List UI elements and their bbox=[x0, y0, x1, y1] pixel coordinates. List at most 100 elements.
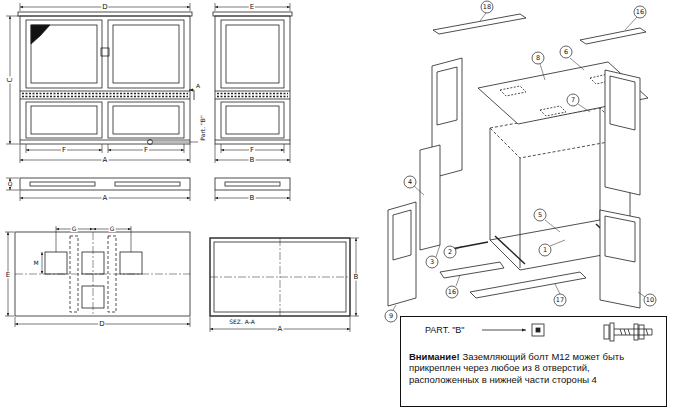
leader-lines bbox=[625, 17, 637, 30]
exploded-view bbox=[540, 106, 566, 116]
callout-number: 16 bbox=[447, 289, 457, 296]
front-view bbox=[108, 102, 184, 138]
part-b-detail bbox=[652, 329, 653, 335]
dimension-letter: B bbox=[353, 274, 360, 281]
dimension-lines bbox=[351, 238, 359, 239]
base-views bbox=[30, 182, 95, 186]
callout-number: 10 bbox=[645, 297, 655, 304]
dimension-lines bbox=[190, 317, 191, 327]
dimension-lines bbox=[20, 190, 21, 201]
dimension-letter: A bbox=[277, 326, 284, 333]
front-view bbox=[20, 91, 190, 92]
dimension-letter: B bbox=[249, 195, 256, 202]
callout-number: 4 bbox=[407, 179, 413, 186]
callout-circles bbox=[634, 6, 646, 18]
side-view bbox=[215, 140, 290, 141]
part-b-detail bbox=[614, 335, 652, 336]
base-views bbox=[115, 182, 180, 186]
dimension-lines bbox=[102, 144, 103, 153]
dimension-letter: E bbox=[5, 272, 11, 279]
dimension-letter: C bbox=[7, 77, 14, 84]
callout-circles bbox=[404, 176, 416, 188]
dimension-lines bbox=[351, 316, 359, 317]
front-view bbox=[22, 93, 188, 95]
exploded-view bbox=[580, 28, 646, 44]
leader-lines bbox=[393, 305, 396, 310]
exploded-view bbox=[440, 262, 504, 278]
leader-lines bbox=[455, 246, 462, 250]
dimension-letter: F bbox=[61, 147, 67, 154]
callout-circles bbox=[426, 256, 438, 268]
leader-lines bbox=[545, 220, 560, 232]
dimension-lines bbox=[290, 144, 291, 163]
dimension-lines bbox=[5, 316, 14, 317]
front-view bbox=[31, 25, 50, 44]
note-text: Внимание!Заземляющий болт M12 может быть… bbox=[409, 351, 657, 385]
side-view bbox=[221, 20, 284, 88]
dimension-lines bbox=[20, 3, 21, 11]
callout-number: 8 bbox=[535, 55, 541, 62]
dimension-lines bbox=[221, 144, 222, 153]
callout-circles bbox=[446, 286, 458, 298]
dimension-letter: D bbox=[101, 4, 108, 11]
front-view bbox=[194, 90, 195, 100]
plan-view bbox=[45, 252, 67, 274]
side-view bbox=[213, 12, 292, 144]
dimension-lines bbox=[56, 226, 57, 252]
callout-circles bbox=[560, 46, 572, 58]
leader-lines bbox=[540, 64, 545, 80]
dimension-letter: A bbox=[102, 157, 109, 164]
callout-number: 17 bbox=[555, 297, 565, 304]
dimension-letter: F bbox=[143, 147, 149, 154]
exploded-view bbox=[520, 158, 521, 268]
base-views bbox=[225, 182, 280, 186]
callout-number: 3 bbox=[429, 259, 435, 266]
front-view bbox=[18, 12, 192, 16]
callout-number: 9 bbox=[388, 313, 394, 320]
front-view bbox=[20, 99, 190, 100]
dimension-lines bbox=[131, 226, 132, 252]
base-views bbox=[20, 178, 290, 190]
dimension-lines bbox=[350, 317, 351, 332]
dimension-lines bbox=[290, 3, 291, 11]
front-view bbox=[20, 140, 190, 141]
dimension-lines bbox=[6, 178, 19, 179]
callout-number: 1 bbox=[542, 247, 548, 254]
front-view bbox=[31, 25, 97, 83]
side-view bbox=[213, 12, 292, 16]
part-b-detail bbox=[482, 323, 652, 341]
part-b-detail bbox=[532, 324, 544, 336]
callout-circles bbox=[534, 209, 546, 221]
callout-number: 6 bbox=[563, 49, 569, 56]
callout-circles bbox=[554, 294, 566, 306]
dimension-lines bbox=[215, 3, 216, 11]
front-view bbox=[18, 12, 198, 145]
part-b-detail bbox=[634, 324, 638, 340]
dimension-lines bbox=[15, 317, 16, 327]
leader-lines bbox=[436, 245, 440, 257]
leader-lines bbox=[456, 275, 460, 286]
callout-number: 16 bbox=[635, 9, 645, 16]
note-box: PART. "B"Внимание!Заземляющий болт M12 м… bbox=[400, 316, 667, 407]
callout-circles bbox=[444, 246, 456, 258]
dimension-letter: G bbox=[109, 226, 116, 232]
plan-view bbox=[15, 232, 190, 316]
dimension-letter: Q bbox=[7, 181, 14, 187]
exploded-view bbox=[605, 70, 640, 195]
side-view bbox=[215, 99, 290, 100]
front-view bbox=[148, 140, 153, 145]
dimension-lines bbox=[190, 144, 191, 163]
callout-circles bbox=[481, 1, 493, 13]
exploded-view bbox=[393, 210, 411, 260]
dimension-letter: D bbox=[98, 321, 105, 328]
part-b-detail bbox=[536, 328, 540, 332]
part-b-detail bbox=[646, 329, 648, 335]
leader-lines bbox=[638, 292, 645, 297]
dimension-lines bbox=[190, 190, 191, 201]
side-view bbox=[221, 102, 284, 138]
plan-view bbox=[15, 232, 190, 316]
dimension-letter: G bbox=[71, 226, 78, 232]
dimension-lines bbox=[20, 144, 21, 163]
exploded-view bbox=[388, 14, 648, 308]
